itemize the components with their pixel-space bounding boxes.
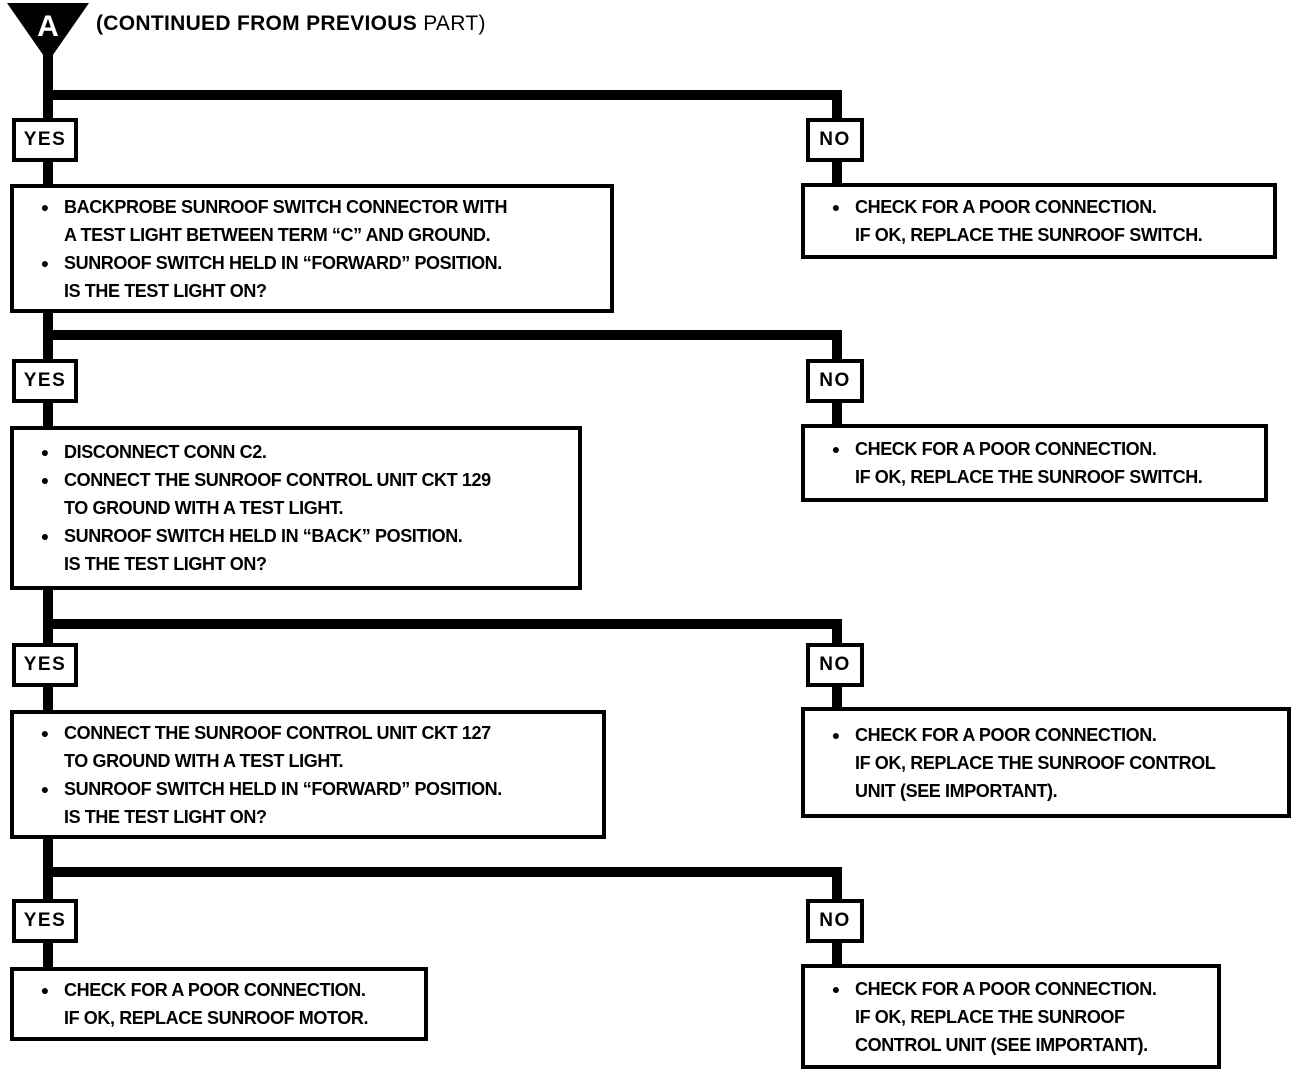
result-box-row4-no: ● CHECK FOR A POOR CONNECTION. IF OK, RE… [801,964,1221,1069]
bullet-icon: ● [40,528,50,544]
result-box-row1-no: ● CHECK FOR A POOR CONNECTION. IF OK, RE… [801,183,1277,259]
box-text-line: CONTROL UNIT (SEE IMPORTANT). [855,1034,1148,1055]
bullet-icon: ● [40,724,50,741]
box-text-line: TO GROUND WITH A TEST LIGHT. [64,498,344,518]
yes-tag-label: YES [23,129,67,150]
box-text-line: CHECK FOR A POOR CONNECTION. [855,197,1157,217]
box-text-line: IF OK, REPLACE THE SUNROOF [855,1006,1125,1027]
yes-tag-row2: YES [12,359,78,403]
box-text-line: SUNROOF SWITCH HELD IN “FORWARD” POSITIO… [64,252,502,273]
no-tag-row2: NO [806,359,864,403]
flow-line-branch-4 [43,867,842,877]
box-text-line: TO GROUND WITH A TEST LIGHT. [64,750,344,771]
no-tag-row4: NO [806,899,864,943]
yes-tag-label: YES [23,370,67,391]
box-text-line: CONNECT THE SUNROOF CONTROL UNIT CKT 129 [64,470,491,490]
flow-line-branch-1 [43,90,842,100]
box-text-line: IF OK, REPLACE THE SUNROOF CONTROL [855,752,1216,773]
flow-line-branch-3 [43,619,842,629]
decision-box-row1: ● BACKPROBE SUNROOF SWITCH CONNECTOR WIT… [10,184,614,313]
yes-tag-row3: YES [12,643,78,687]
bullet-icon: ● [40,472,50,488]
bullet-item: ● CONNECT THE SUNROOF CONTROL UNIT CKT 1… [26,466,566,522]
no-tag-label: NO [819,370,851,391]
decision-box-row3: ● CONNECT THE SUNROOF CONTROL UNIT CKT 1… [10,710,606,839]
bullet-item: ● DISCONNECT CONN C2. [26,438,566,466]
bullet-icon: ● [831,726,841,743]
result-box-row4-yes: ● CHECK FOR A POOR CONNECTION. IF OK, RE… [10,967,428,1041]
box-text-line: IF OK, REPLACE THE SUNROOF SWITCH. [855,225,1203,245]
box-text-line: IF OK, REPLACE SUNROOF MOTOR. [64,1008,369,1028]
box-text-line: CHECK FOR A POOR CONNECTION. [855,724,1157,745]
result-box-row3-no: ● CHECK FOR A POOR CONNECTION. IF OK, RE… [801,707,1291,818]
box-text-line: IF OK, REPLACE THE SUNROOF SWITCH. [855,467,1203,487]
connector-letter: A [37,10,59,43]
yes-tag-label: YES [23,910,67,931]
bullet-item: ● SUNROOF SWITCH HELD IN “FORWARD” POSIT… [26,249,598,305]
bullet-item: ● BACKPROBE SUNROOF SWITCH CONNECTOR WIT… [26,193,598,249]
box-text-line: A TEST LIGHT BETWEEN TERM “C” AND GROUND… [64,224,491,245]
bullet-icon: ● [831,199,841,215]
box-text-line: DISCONNECT CONN C2. [64,442,267,462]
bullet-item: ● CHECK FOR A POOR CONNECTION. IF OK, RE… [817,193,1261,249]
box-text-line: SUNROOF SWITCH HELD IN “FORWARD” POSITIO… [64,778,502,799]
no-tag-row1: NO [806,118,864,162]
result-box-row2-no: ● CHECK FOR A POOR CONNECTION. IF OK, RE… [801,424,1268,502]
flow-line-branch-2 [43,330,842,340]
yes-tag-row4: YES [12,899,78,943]
bullet-icon: ● [40,198,50,215]
continued-heading-bold: (CONTINUED FROM PREVIOUS [96,12,418,35]
bullet-item: ● CHECK FOR A POOR CONNECTION. IF OK, RE… [817,721,1275,805]
box-text-line: CHECK FOR A POOR CONNECTION. [855,978,1157,999]
yes-tag-row1: YES [12,118,78,162]
bullet-icon: ● [40,254,50,271]
bullet-item: ● CHECK FOR A POOR CONNECTION. IF OK, RE… [26,976,412,1032]
box-text-line: IS THE TEST LIGHT ON? [64,280,267,301]
box-text-line: BACKPROBE SUNROOF SWITCH CONNECTOR WITH [64,196,508,217]
box-text-line: SUNROOF SWITCH HELD IN “BACK” POSITION. [64,526,463,546]
box-text-line: IS THE TEST LIGHT ON? [64,554,267,574]
bullet-item: ● CONNECT THE SUNROOF CONTROL UNIT CKT 1… [26,719,590,775]
box-text-line: CHECK FOR A POOR CONNECTION. [64,980,366,1000]
no-tag-row3: NO [806,643,864,687]
bullet-icon: ● [40,982,50,998]
bullet-icon: ● [40,780,50,797]
yes-tag-label: YES [23,654,67,675]
decision-box-row2: ● DISCONNECT CONN C2. ● CONNECT THE SUNR… [10,426,582,590]
flow-connector-a-icon: A [7,3,89,62]
bullet-icon: ● [831,441,841,457]
bullet-item: ● CHECK FOR A POOR CONNECTION. IF OK, RE… [817,435,1252,491]
bullet-item: ● SUNROOF SWITCH HELD IN “FORWARD” POSIT… [26,775,590,831]
box-text-line: CONNECT THE SUNROOF CONTROL UNIT CKT 127 [64,722,491,743]
no-tag-label: NO [819,654,851,675]
box-text-line: UNIT (SEE IMPORTANT). [855,780,1058,801]
continued-heading: (CONTINUED FROM PREVIOUS PART) [96,12,486,36]
bullet-icon: ● [40,444,50,460]
box-text-line: IS THE TEST LIGHT ON? [64,806,267,827]
bullet-item: ● SUNROOF SWITCH HELD IN “BACK” POSITION… [26,522,566,578]
no-tag-label: NO [819,129,851,150]
continued-heading-tail: PART) [423,12,486,35]
bullet-icon: ● [831,980,841,997]
no-tag-label: NO [819,910,851,931]
box-text-line: CHECK FOR A POOR CONNECTION. [855,439,1157,459]
bullet-item: ● CHECK FOR A POOR CONNECTION. IF OK, RE… [817,975,1205,1059]
